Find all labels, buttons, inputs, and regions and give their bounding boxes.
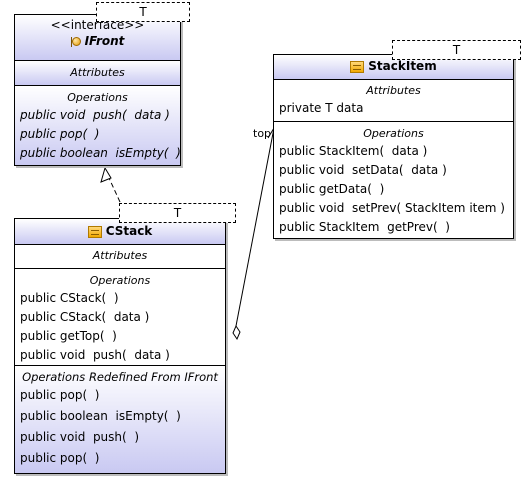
- stackitem-attributes: Attributes private T data: [274, 79, 513, 121]
- stackitem-operations-label: Operations: [363, 127, 424, 140]
- ifront-operations: Operations public void push( data ) publ…: [15, 85, 181, 165]
- class-icon: [87, 225, 102, 238]
- ifront-interface[interactable]: <<interface>> IFront Attributes Operatio…: [14, 14, 181, 166]
- stackitem-operation: public getData( ): [279, 182, 385, 196]
- association-line: [235, 127, 275, 327]
- ifront-name: IFront: [84, 34, 125, 48]
- cstack-operation: public CStack( data ): [20, 310, 150, 324]
- association-role-label: top: [253, 127, 272, 140]
- ifront-operations-label: Operations: [67, 91, 128, 104]
- ifront-operation: public pop( ): [20, 127, 100, 141]
- aggregation-diamond: [232, 324, 241, 341]
- cstack-attributes-label: Attributes: [92, 249, 148, 262]
- stackitem-attribute: private T data: [279, 101, 364, 115]
- cstack-redefined-operation: public pop( ): [20, 451, 100, 465]
- stackitem-class[interactable]: StackItem Attributes private T data Oper…: [273, 54, 514, 239]
- cstack-type-parameter: T: [119, 203, 236, 223]
- cstack-header: CStack: [15, 219, 225, 244]
- stackitem-operation: public StackItem getPrev( ): [279, 220, 450, 234]
- cstack-operations-label: Operations: [89, 274, 151, 287]
- realization-arrowhead: [100, 166, 112, 183]
- cstack-redefined-operation: public boolean isEmpty( ): [20, 409, 181, 423]
- stackitem-attributes-label: Attributes: [366, 84, 421, 97]
- cstack-class[interactable]: CStack Attributes Operations public CSta…: [14, 218, 226, 474]
- stackitem-operations: Operations public StackItem( data ) publ…: [274, 121, 513, 238]
- realization-line: [108, 177, 121, 203]
- cstack-operations: Operations public CStack( ) public CStac…: [15, 268, 225, 365]
- cstack-redefined-operations: Operations Redefined From IFront public …: [15, 365, 225, 473]
- cstack-name-wrap: CStack: [87, 223, 153, 240]
- stackitem-name-wrap: StackItem: [350, 58, 437, 75]
- cstack-operation: public CStack( ): [20, 291, 119, 305]
- stackitem-type-parameter: T: [392, 40, 521, 60]
- cstack-operation: public void push( data ): [20, 348, 170, 362]
- interface-icon: [70, 36, 81, 47]
- cstack-attributes: Attributes: [15, 244, 225, 268]
- stackitem-operation: public void setPrev( StackItem item ): [279, 201, 505, 215]
- cstack-redefined-operation: public void push( ): [20, 430, 140, 444]
- cstack-redefined-operation: public pop( ): [20, 388, 100, 402]
- ifront-type-parameter: T: [96, 2, 190, 22]
- stackitem-name: StackItem: [368, 59, 437, 73]
- ifront-operation: public boolean isEmpty( ): [20, 146, 181, 160]
- stackitem-operation: public StackItem( data ): [279, 144, 428, 158]
- class-icon: [350, 60, 365, 73]
- ifront-name-wrap: IFront: [70, 33, 125, 50]
- cstack-redefined-label: Operations Redefined From IFront: [22, 370, 218, 384]
- cstack-name: CStack: [105, 224, 153, 238]
- stackitem-operation: public void setData( data ): [279, 163, 447, 177]
- ifront-operation: public void push( data ): [20, 108, 170, 122]
- ifront-attributes-label: Attributes: [70, 66, 125, 79]
- ifront-attributes: Attributes: [15, 60, 180, 85]
- cstack-operation: public getTop( ): [20, 329, 117, 343]
